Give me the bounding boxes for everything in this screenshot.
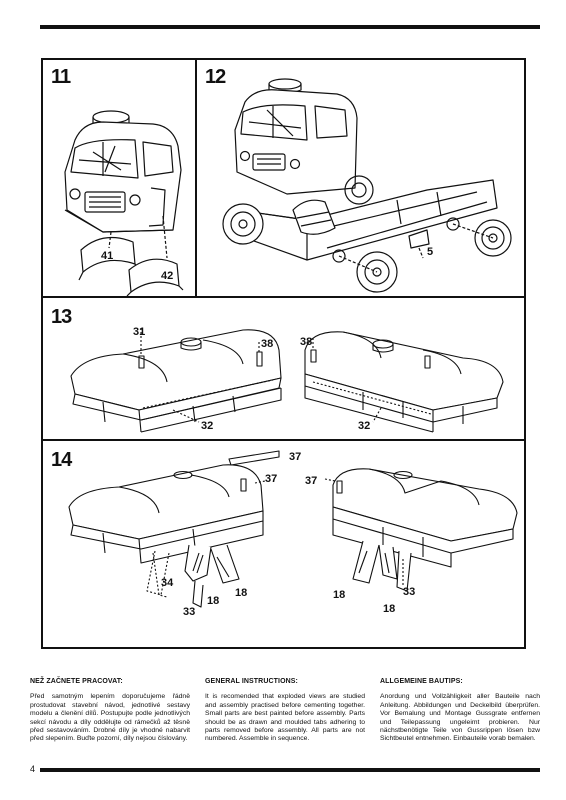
step-11-panel: 11 41 (41, 58, 197, 298)
part-38-label: 38 (300, 336, 313, 348)
instructions-czech: NEŽ ZAČNETE PRACOVAT: Před samotným lepe… (30, 678, 190, 744)
instructions-body: Před samotným lepením doporučujeme řádně… (30, 693, 190, 743)
instructions-heading: GENERAL INSTRUCTIONS: (205, 678, 298, 685)
instructions-english: GENERAL INSTRUCTIONS: It is recomended t… (205, 678, 365, 744)
step-number: 11 (51, 66, 71, 88)
part-37-label: 37 (289, 451, 302, 463)
part-18-label: 18 (383, 603, 396, 615)
page-number: 4 (30, 764, 36, 774)
part-18-label: 18 (207, 595, 220, 607)
step-13-panel: 13 (41, 296, 526, 441)
step-number: 13 (51, 306, 72, 328)
tank-illustration (70, 328, 504, 433)
step-number: 14 (51, 449, 72, 471)
step-number: 12 (205, 66, 226, 88)
part-31-label: 31 (133, 326, 146, 338)
instructions-body: It is recomended that exploded views are… (205, 693, 365, 743)
part-32-label: 32 (358, 420, 371, 432)
part-32-label: 32 (201, 420, 214, 432)
part-37-label: 37 (265, 473, 278, 485)
bottom-rule (40, 768, 540, 772)
instructions-body: Anordung und Vollzähligkeit aller Bautei… (380, 693, 540, 743)
part-38-label: 38 (261, 338, 274, 350)
cab-illustration (64, 110, 184, 296)
part-33-label: 33 (403, 586, 416, 598)
instructions-german: ALLGEMEINE BAUTIPS: Anordung und Vollzäh… (380, 678, 540, 744)
part-34-label: 34 (161, 577, 174, 589)
chassis-illustration (222, 78, 512, 293)
part-33-label: 33 (183, 606, 196, 618)
part-37-label: 37 (305, 475, 318, 487)
instructions-heading: NEŽ ZAČNETE PRACOVAT: (30, 678, 123, 685)
part-5-label: 5 (427, 246, 434, 258)
tank-mudflap-illustration (68, 450, 518, 608)
part-18-label: 18 (333, 589, 346, 601)
instructions-heading: ALLGEMEINE BAUTIPS: (380, 678, 463, 685)
step-14-panel: 14 (41, 439, 526, 649)
step-12-panel: 12 (195, 58, 526, 298)
part-18-label: 18 (235, 587, 248, 599)
top-rule (40, 25, 540, 29)
part-41-label: 41 (101, 250, 114, 262)
part-42-label: 42 (161, 270, 174, 282)
